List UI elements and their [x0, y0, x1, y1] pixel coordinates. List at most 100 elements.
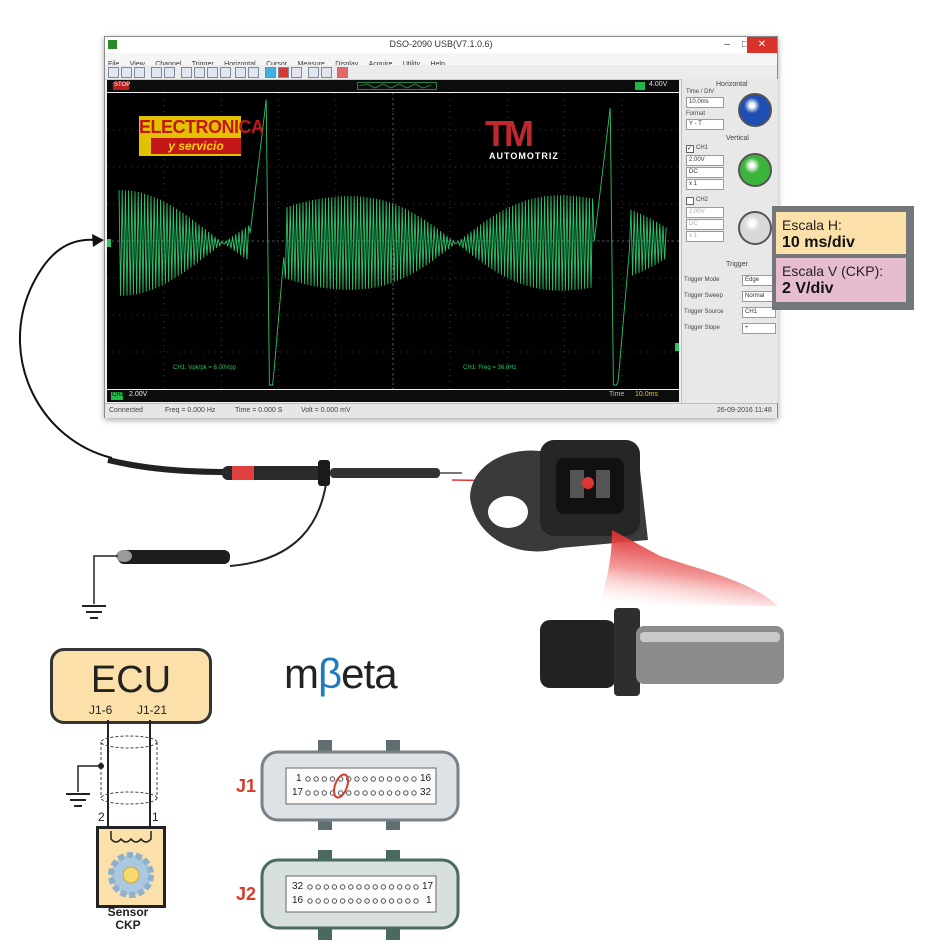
ch1-coupling-select[interactable]: DC — [686, 167, 724, 178]
ch1-probe-select[interactable]: x 1 — [686, 179, 724, 190]
connector-pin — [305, 776, 311, 782]
connector-pin — [370, 790, 376, 796]
connector-pin — [329, 776, 336, 782]
time-label: Time — [609, 391, 625, 398]
memory-window-indicator — [357, 82, 437, 90]
horizontal-knob[interactable] — [738, 93, 772, 127]
connector-pin — [315, 898, 321, 904]
toolbar — [105, 65, 777, 80]
j2-pin-16-label: 16 — [292, 895, 304, 906]
zoom-out-icon[interactable] — [248, 67, 259, 78]
j2-pin-1-label: 1 — [426, 895, 432, 906]
ground-wire — [93, 555, 118, 604]
connector-pin-right — [596, 470, 610, 498]
sensor-coil — [110, 831, 152, 843]
menu-bar: File View Channel Trigger Horizontal Cur… — [105, 53, 777, 68]
connector-pin — [323, 898, 330, 904]
image-icon[interactable] — [220, 67, 231, 78]
horizontal-section-title: Horizontal — [716, 81, 748, 88]
format-select[interactable]: Y - T — [686, 119, 724, 130]
connector-pin — [307, 884, 313, 890]
trigger-slope-select[interactable]: + — [742, 323, 776, 334]
horizontal-scale-box: Escala H: 10 ms/div — [776, 212, 906, 254]
scope-display[interactable]: ELECTRONICA y servicio TM AUTOMOTRIZ CH1… — [107, 93, 679, 389]
connector-pin — [413, 898, 419, 904]
sensor-gear-hub — [122, 866, 140, 884]
j2-pin-17-label: 17 — [422, 881, 434, 892]
zoom-in-icon[interactable] — [235, 67, 246, 78]
menu-horizontal[interactable]: Horizontal — [224, 59, 256, 71]
trigger-sweep-label: Trigger Sweep — [684, 293, 723, 299]
zoom-icon[interactable] — [194, 67, 205, 78]
menu-measure[interactable]: Measure — [298, 59, 325, 71]
trigger-source-label: Trigger Source — [684, 309, 724, 315]
ecu-block: ECU J1-6 J1-21 — [50, 648, 212, 724]
menu-file[interactable]: File — [108, 59, 119, 71]
auto-icon[interactable] — [308, 67, 319, 78]
connector-pin — [411, 776, 417, 782]
connector-pin — [405, 884, 411, 890]
open-icon[interactable] — [108, 67, 119, 78]
trigger-slope-label: Trigger Slope — [684, 325, 720, 331]
single-icon[interactable] — [291, 67, 302, 78]
vertical-scale-value: 2 V/div — [782, 280, 834, 297]
sensor-label-line1: Sensor — [107, 905, 149, 919]
ckp-sensor-symbol — [96, 826, 166, 908]
menu-channel[interactable]: Channel — [155, 59, 181, 71]
connector-pin — [411, 790, 417, 796]
connector-pin — [364, 898, 370, 904]
select-icon[interactable] — [164, 67, 175, 78]
status-freq: Freq = 0.000 Hz — [165, 407, 216, 414]
menu-help[interactable]: Help — [430, 59, 444, 71]
menu-display[interactable]: Display — [335, 59, 358, 71]
time-div-select[interactable]: 10.0ms — [686, 97, 724, 108]
connector-pin — [321, 776, 328, 782]
settings-icon[interactable] — [321, 67, 332, 78]
menu-trigger[interactable]: Trigger — [192, 59, 214, 71]
trigger-source-select[interactable]: CH1 — [742, 307, 776, 318]
sensor-label: Sensor CKP — [88, 906, 168, 932]
time-scale-readout: 10.0ms — [635, 391, 658, 398]
maximize-button[interactable]: □ — [741, 39, 749, 50]
save-icon[interactable] — [121, 67, 132, 78]
ch2-knob[interactable] — [738, 211, 772, 245]
menu-utility[interactable]: Utility — [403, 59, 420, 71]
connector-pin — [331, 884, 338, 890]
connector-pin — [346, 790, 352, 796]
run-state-text: STOP — [114, 82, 131, 88]
ch2-checkbox[interactable] — [686, 197, 694, 205]
run-icon[interactable] — [265, 67, 276, 78]
menu-acquire[interactable]: Acquire — [369, 59, 393, 71]
connector-pin — [354, 776, 360, 782]
ch1-checkbox[interactable]: ✓ — [686, 145, 694, 153]
trigger-section-title: Trigger — [726, 261, 748, 268]
j1-pin-grid — [305, 776, 417, 796]
select-icon[interactable] — [151, 67, 162, 78]
minimize-button[interactable]: – — [724, 39, 730, 50]
ecu-pin-j1-6: J1-6 — [89, 703, 113, 717]
ch2-probe-select[interactable]: x 1 — [686, 231, 724, 242]
ch2-volt-select[interactable]: 2.00V — [686, 207, 724, 218]
menu-view[interactable]: View — [130, 59, 145, 71]
connector-pin — [370, 776, 376, 782]
j2-pin-grid — [307, 884, 419, 904]
stop-icon[interactable] — [278, 67, 289, 78]
connection-status: Connected — [109, 407, 143, 414]
ch1-volt-select[interactable]: 2.00V — [686, 155, 724, 166]
grid-icon[interactable] — [181, 67, 192, 78]
close-button[interactable]: ✕ — [747, 37, 777, 53]
connector-pin — [313, 790, 319, 796]
signal-pin-marker — [582, 477, 594, 489]
probe-tip-body — [330, 468, 440, 478]
ch2-coupling-select[interactable]: DC — [686, 219, 724, 230]
snapshot-icon[interactable] — [337, 67, 348, 78]
zoom-icon[interactable] — [207, 67, 218, 78]
vertical-knob[interactable] — [738, 153, 772, 187]
menu-cursor[interactable]: Cursor — [266, 59, 287, 71]
j2-label: J2 — [236, 884, 257, 904]
electronica-logo: ELECTRONICA y servicio — [139, 116, 264, 156]
ch1-vpp-readout: CH1: Vpk/pk = 8.00Vpp — [173, 365, 236, 371]
status-bar: Connected Freq = 0.000 Hz Time = 0.000 S… — [105, 403, 777, 418]
run-state-badge: STOP — [113, 82, 131, 90]
print-icon[interactable] — [134, 67, 145, 78]
